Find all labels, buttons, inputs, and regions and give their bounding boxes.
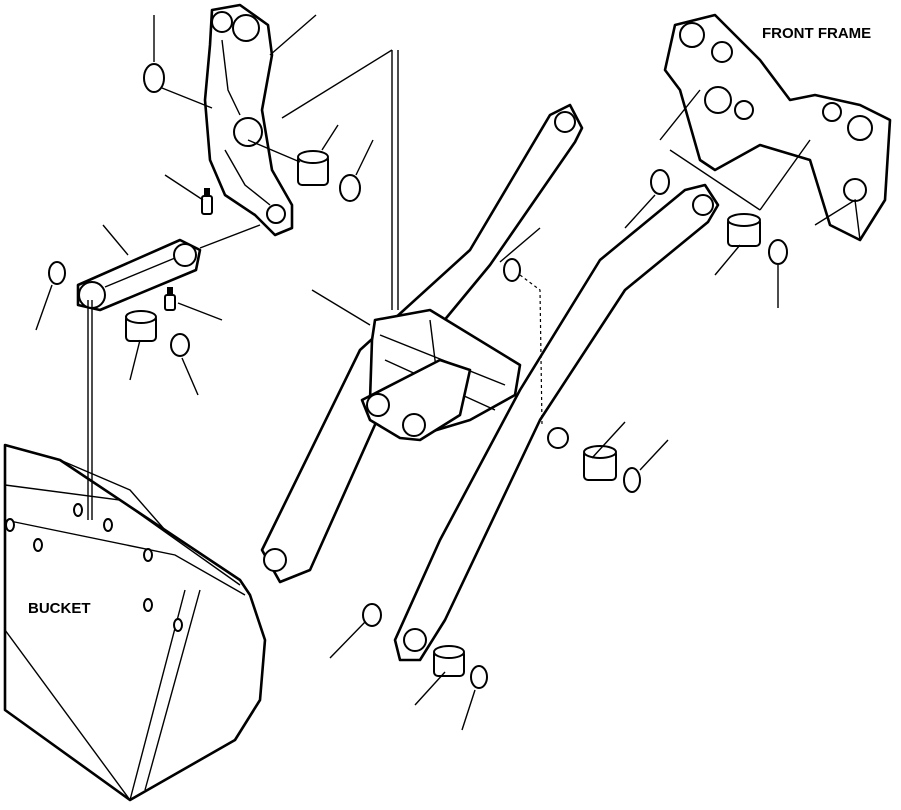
seal-ring-frame-left (650, 169, 670, 195)
bushing-link (125, 310, 157, 342)
seal-ring-arm-lower-right (470, 665, 488, 689)
bushing-frame (727, 213, 761, 247)
bushing-arm-right (583, 445, 617, 481)
seal-ring-arm-lower (362, 603, 382, 627)
lift-arm (260, 103, 720, 662)
seal-ring-link-right (170, 333, 190, 357)
seal-ring-upper-left (143, 63, 165, 93)
bellcrank (203, 3, 294, 237)
callout-leaders (35, 14, 779, 731)
front-frame-label: FRONT FRAME (762, 25, 871, 42)
bushing-bellcrank (297, 150, 329, 186)
seal-ring-arm-center (503, 258, 521, 282)
bucket: BUCKET (3, 443, 267, 802)
grease-fitting-upper (201, 188, 213, 215)
seal-ring-frame-right (768, 239, 788, 265)
bushing-arm-lower (433, 645, 465, 677)
front-frame: FRONT FRAME (659, 13, 892, 242)
seal-ring-arm-right (623, 467, 641, 493)
grease-fitting-lower (164, 287, 176, 311)
bucket-link (76, 238, 202, 312)
seal-ring-link-left (48, 261, 66, 285)
seal-ring-bellcrank (339, 174, 361, 202)
bucket-label: BUCKET (28, 600, 91, 617)
